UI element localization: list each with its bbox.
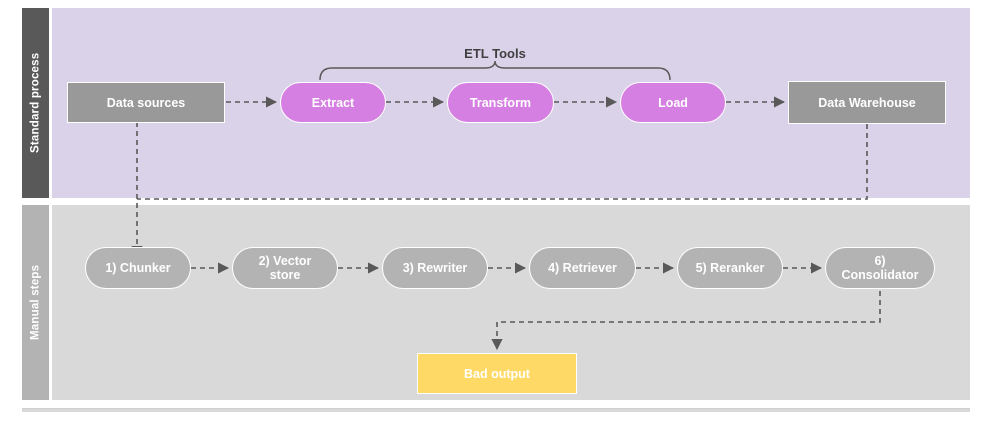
node-reranker-label: 5) Reranker (695, 261, 765, 275)
node-retriever[interactable]: 4) Retriever (529, 247, 636, 289)
connector-consolidator-to-bad-output (491, 291, 881, 351)
bottom-divider (22, 408, 970, 412)
etl-tools-label-text: ETL Tools (464, 45, 526, 61)
node-vector-store-label: 2) Vector store (258, 254, 312, 282)
node-data-warehouse[interactable]: Data Warehouse (788, 81, 946, 124)
node-transform-label: Transform (469, 95, 532, 110)
node-reranker[interactable]: 5) Reranker (677, 247, 783, 289)
node-load-label: Load (658, 95, 688, 110)
node-data-sources-label: Data sources (106, 95, 186, 110)
etl-tools-brace (319, 60, 671, 81)
node-bad-output[interactable]: Bad output (417, 353, 577, 394)
node-bad-output-label: Bad output (464, 366, 530, 381)
node-rewriter-label: 3) Rewriter (402, 261, 468, 275)
connector-data-warehouse-dropline (137, 124, 868, 200)
node-consolidator[interactable]: 6) Consolidator (825, 247, 935, 289)
node-load[interactable]: Load (620, 82, 726, 123)
node-extract-label: Extract (311, 95, 355, 110)
node-data-warehouse-label: Data Warehouse (818, 95, 916, 110)
node-data-sources[interactable]: Data sources (67, 82, 225, 123)
node-retriever-label: 4) Retriever (548, 261, 617, 275)
node-chunker[interactable]: 1) Chunker (85, 247, 191, 289)
node-rewriter[interactable]: 3) Rewriter (382, 247, 488, 289)
node-consolidator-label: 6) Consolidator (841, 254, 919, 282)
node-chunker-label: 1) Chunker (105, 261, 171, 275)
node-vector-store[interactable]: 2) Vector store (232, 247, 338, 289)
etl-tools-label: ETL Tools (400, 44, 590, 62)
node-transform[interactable]: Transform (447, 82, 554, 123)
node-extract[interactable]: Extract (280, 82, 386, 123)
